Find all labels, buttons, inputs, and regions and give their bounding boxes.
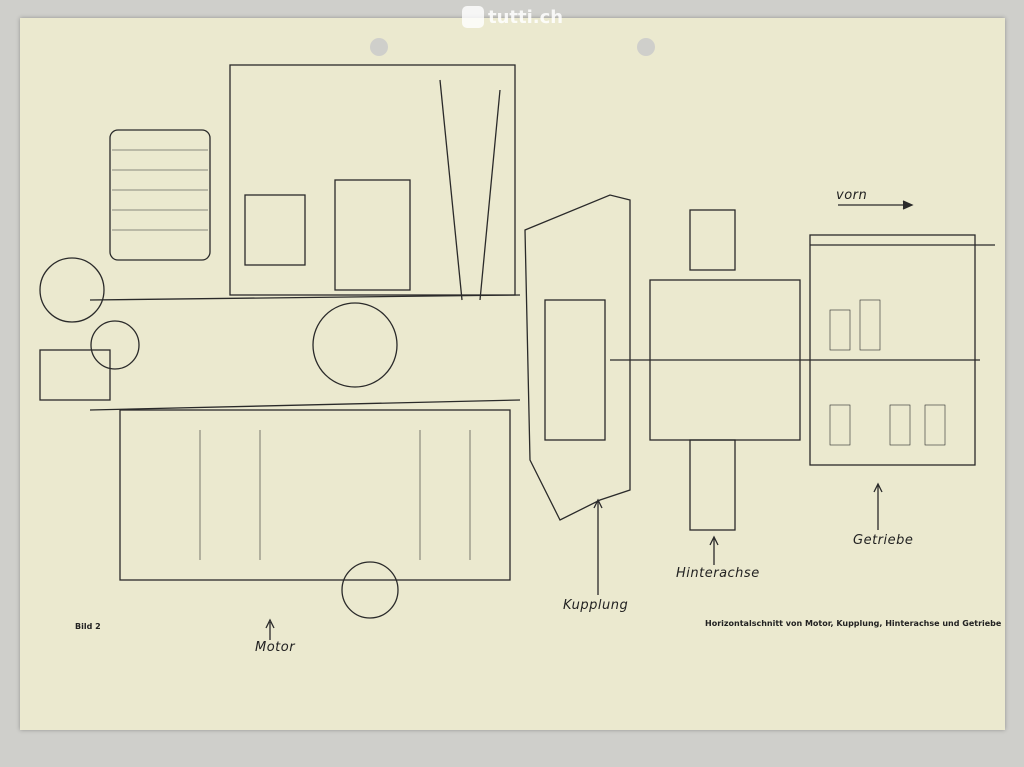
flywheel xyxy=(312,302,398,388)
figure-caption: Horizontalschnitt von Motor, Kupplung, H… xyxy=(705,619,1002,628)
label-getriebe: Getriebe xyxy=(853,533,914,548)
cylinder-head xyxy=(229,64,516,296)
tutti-logo-icon xyxy=(462,6,484,28)
generator xyxy=(109,129,211,261)
punch-hole xyxy=(637,38,655,56)
label-hinterachse: Hinterachse xyxy=(676,566,760,581)
punch-hole xyxy=(370,38,388,56)
gearbox xyxy=(809,234,976,466)
label-motor: Motor xyxy=(255,640,296,655)
watermark: tutti.ch xyxy=(462,6,563,28)
paper-sheet xyxy=(20,18,1005,730)
fan-pulley xyxy=(39,257,105,323)
label-kupplung: Kupplung xyxy=(563,598,629,613)
clutch-housing xyxy=(524,194,631,521)
figure-number: Bild 2 xyxy=(75,622,101,631)
crankcase xyxy=(119,409,511,581)
direction-label: vorn xyxy=(836,188,868,203)
label-arrows xyxy=(265,200,914,640)
